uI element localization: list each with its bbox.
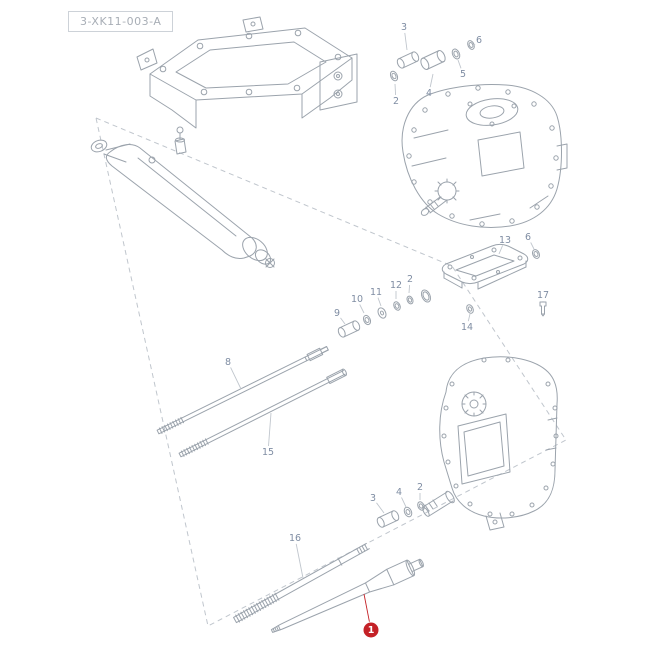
leader-line <box>359 304 365 314</box>
callout-number: 4 <box>396 487 402 498</box>
callout-number: 3 <box>401 22 407 33</box>
callout-number: 8 <box>225 357 231 368</box>
callout-number: 2 <box>393 96 399 107</box>
callout-number: 6 <box>525 232 531 243</box>
callout-17[interactable]: 17 <box>537 290 549 302</box>
o-ring-2-middle <box>406 295 414 305</box>
o-ring-12 <box>393 301 401 311</box>
callout-4[interactable]: 4 <box>426 73 434 99</box>
o-ring-6-top <box>467 40 475 50</box>
bushing-set-bottom-drawing <box>376 501 425 528</box>
leader-line <box>401 497 407 508</box>
callout-number: 2 <box>407 274 413 285</box>
gearbox-bottom-drawing <box>422 356 559 531</box>
callout-1-highlighted[interactable]: 1 <box>363 593 379 638</box>
callout-number: 12 <box>390 280 402 291</box>
callout-number: 2 <box>417 482 423 493</box>
callout-6[interactable]: 6 <box>472 35 482 48</box>
callout-number: 16 <box>289 533 301 544</box>
callout-number: 14 <box>461 322 473 333</box>
leader-line <box>377 297 382 307</box>
projection-dashed-lines <box>95 117 567 627</box>
shaft-8-drawing <box>156 345 329 435</box>
leader-line <box>268 412 272 447</box>
o-ring-6-plate <box>532 249 540 259</box>
o-ring-10 <box>362 314 372 326</box>
seal-ring <box>420 289 432 303</box>
shaft-1-drawing <box>270 558 424 633</box>
callout-2[interactable]: 2 <box>417 482 423 500</box>
washer-14 <box>466 304 474 314</box>
callout-number: 3 <box>370 493 376 504</box>
shaft-15-drawing <box>178 368 348 458</box>
callout-number: 11 <box>370 287 382 298</box>
callout-8[interactable]: 8 <box>225 357 242 390</box>
callout-12[interactable]: 12 <box>390 280 402 299</box>
cover-plate-drawing <box>441 244 547 317</box>
shaft-16-drawing <box>233 542 370 624</box>
leader-line <box>467 313 471 322</box>
leader-line <box>376 502 385 514</box>
callout-13[interactable]: 13 <box>498 235 511 255</box>
leader-line <box>472 44 476 48</box>
highlight-badge <box>363 622 379 638</box>
leader-line <box>404 32 408 51</box>
o-ring-4-bottom <box>403 506 413 518</box>
callout-number: 10 <box>351 294 363 305</box>
leader-line <box>498 245 504 255</box>
callout-6[interactable]: 6 <box>525 232 535 250</box>
screw-17 <box>539 301 547 317</box>
ring-set-middle-drawing <box>337 289 432 338</box>
gearbox-top-drawing <box>401 84 568 228</box>
callout-layer: 3 2 4 5 6 9 10 11 12 2 13 6 17 14 8 15 16 3 4 2 1 <box>225 22 549 638</box>
callout-2[interactable]: 2 <box>393 83 399 107</box>
callout-9[interactable]: 9 <box>334 308 346 325</box>
callout-number: 4 <box>426 88 432 99</box>
callout-number: 15 <box>262 447 274 458</box>
callout-2[interactable]: 2 <box>407 274 413 294</box>
callout-5[interactable]: 5 <box>457 59 466 80</box>
leader-line <box>295 543 304 579</box>
leader-line <box>230 367 242 390</box>
leader-line <box>408 284 411 294</box>
support-frame-drawing <box>136 16 358 129</box>
callout-number: 1 <box>368 625 375 636</box>
callout-number: 9 <box>334 308 340 319</box>
callout-11[interactable]: 11 <box>370 287 382 307</box>
leader-line <box>530 242 535 250</box>
callout-14[interactable]: 14 <box>461 313 473 333</box>
leader-line <box>394 83 397 96</box>
callout-16[interactable]: 16 <box>289 533 304 579</box>
callout-15[interactable]: 15 <box>262 412 274 458</box>
o-ring-2-bottom <box>417 501 425 511</box>
front-axle-drawing <box>90 126 275 268</box>
callout-number: 6 <box>476 35 482 46</box>
callout-number: 17 <box>537 290 549 301</box>
bushing-set-top-drawing <box>389 40 475 82</box>
callout-10[interactable]: 10 <box>351 294 365 314</box>
leader-line <box>429 73 434 88</box>
o-ring-5-top <box>451 48 461 60</box>
callout-number: 5 <box>460 69 466 80</box>
o-ring-2-top <box>389 70 399 82</box>
callout-number: 13 <box>499 235 511 246</box>
leader-line <box>457 59 462 69</box>
leader-line <box>340 317 346 325</box>
leader-line <box>363 593 370 622</box>
washer-11 <box>377 307 387 319</box>
callout-3[interactable]: 3 <box>401 22 408 51</box>
drawing-reference-label: 3-XK11-003-A <box>68 11 174 32</box>
callout-4[interactable]: 4 <box>396 487 407 508</box>
callout-3[interactable]: 3 <box>370 493 385 514</box>
